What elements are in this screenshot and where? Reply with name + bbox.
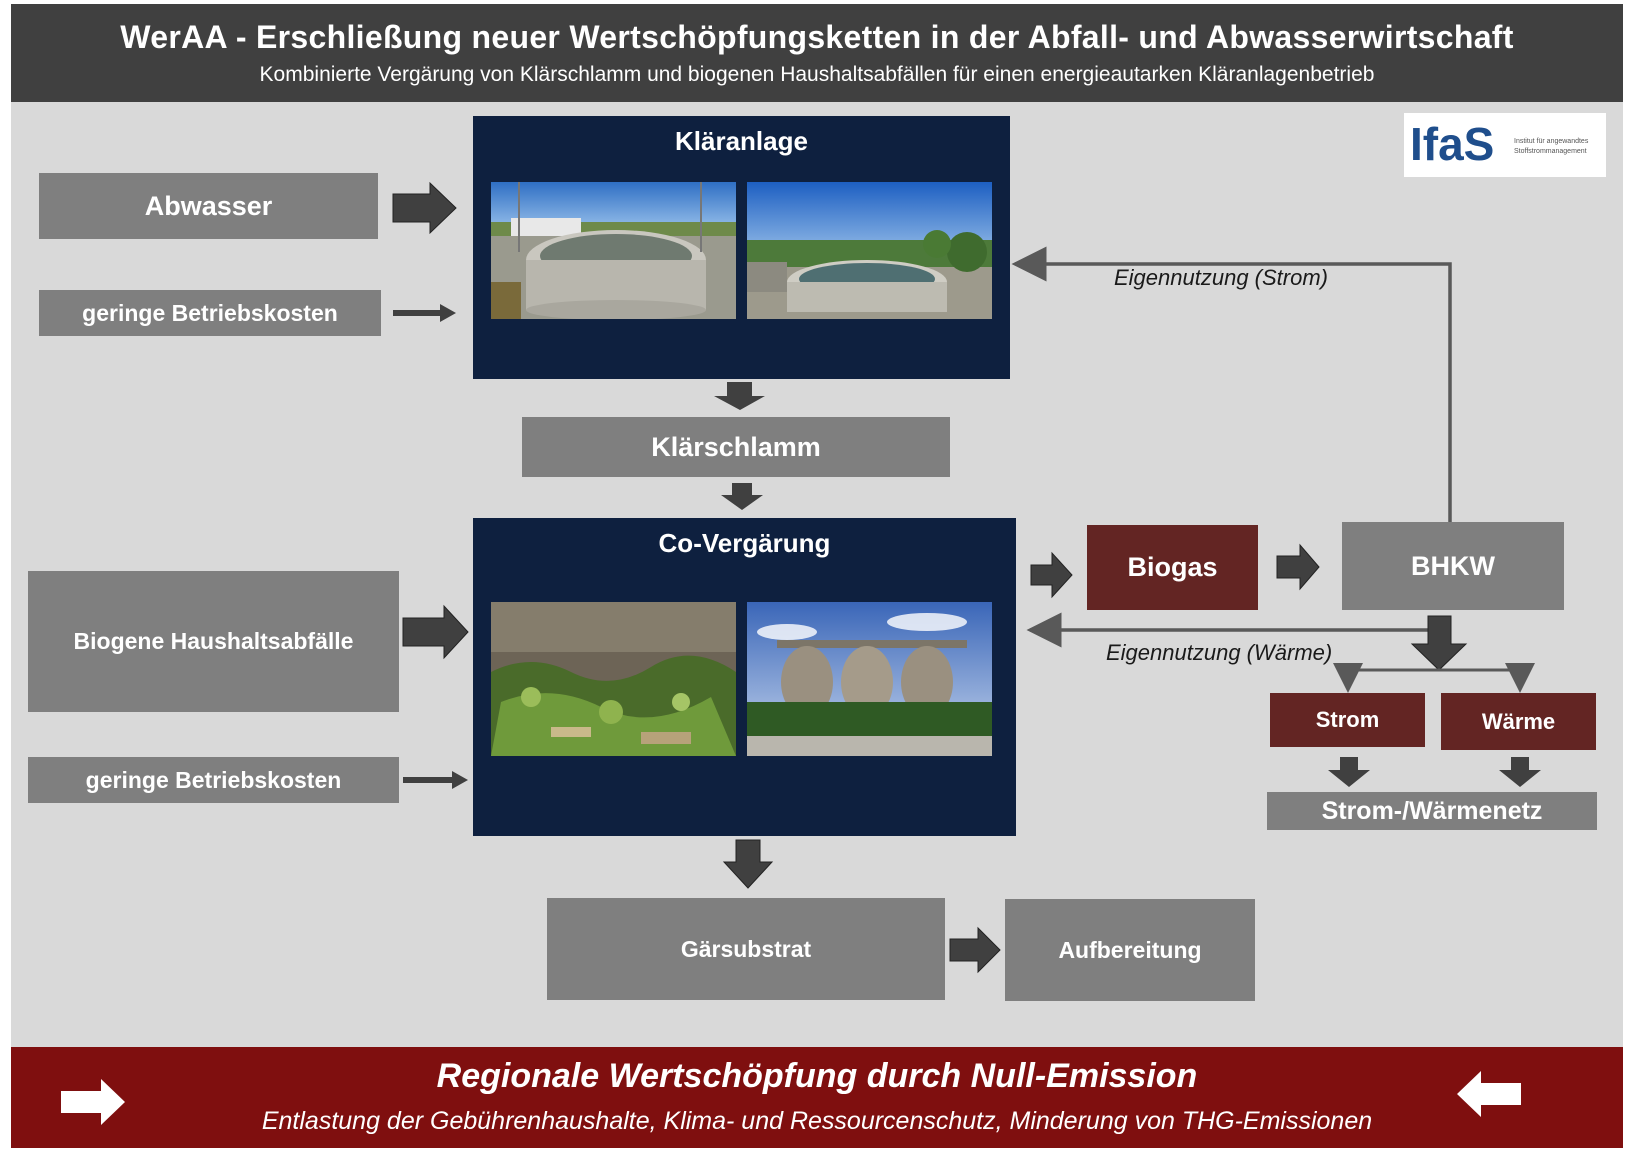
netz-box: Strom-/Wärmenetz — [1267, 792, 1597, 830]
eigennutzung-strom-label: Eigennutzung (Strom) — [1114, 265, 1328, 290]
bhkw-box: BHKW — [1342, 522, 1564, 610]
arrow-eigennutzung-strom — [1011, 246, 1452, 522]
klaeranlage-panel: Kläranlage — [473, 116, 1010, 379]
logo-tagline-1: Institut für angewandtes — [1514, 138, 1589, 145]
biogas-box: Biogas — [1087, 525, 1258, 610]
footer-title: Regionale Wertschöpfung durch Null-Emiss… — [436, 1057, 1198, 1095]
haushaltsabfaelle-box: Biogene Haushaltsabfälle — [28, 571, 399, 712]
ifas-logo-graphic: IfaS Institut für angewandtes Stoffstrom… — [1410, 118, 1589, 170]
abwasser-label: Abwasser — [144, 190, 273, 221]
strom-label: Strom — [1315, 707, 1380, 732]
co-vergaerung-title: Co-Vergärung — [658, 528, 831, 558]
haushaltsabfaelle-label: Biogene Haushaltsabfälle — [73, 628, 354, 654]
arrow-biogas — [1030, 551, 1073, 599]
co-vergaerung-panel: Co-Vergärung — [473, 518, 1016, 836]
aufbereitung-box: Aufbereitung — [1005, 899, 1255, 1001]
netz-label: Strom-/Wärmenetz — [1321, 796, 1543, 825]
gaersubstrat-box: Gärsubstrat — [547, 898, 945, 1000]
arrow-down-co-vergaerung — [721, 483, 763, 510]
faulturm-photo — [747, 602, 992, 756]
footer-subtitle: Entlastung der Gebührenhaushalte, Klima-… — [261, 1107, 1373, 1135]
footer-banner: Regionale Wertschöpfung durch Null-Emiss… — [11, 1047, 1623, 1148]
strom-box: Strom — [1270, 693, 1425, 747]
betriebskosten-label-2: geringe Betriebskosten — [85, 766, 342, 793]
logo-tagline-2: Stoffstrommanagement — [1514, 148, 1587, 155]
bioabfall-photo — [491, 602, 736, 756]
arrow-aufbereitung — [949, 926, 1001, 974]
betriebskosten-label-1: geringe Betriebskosten — [82, 299, 338, 326]
ifas-logo: IfaS Institut für angewandtes Stoffstrom… — [1404, 113, 1606, 177]
arrow-down-klaerschlamm — [714, 382, 765, 410]
klaeranlage-title: Kläranlage — [675, 126, 808, 156]
page-title: WerAA - Erschließung neuer Wertschöpfung… — [120, 19, 1514, 55]
klaerschlamm-box: Klärschlamm — [522, 417, 950, 477]
betriebskosten-box-1: geringe Betriebskosten — [39, 290, 381, 336]
klaerschlamm-label: Klärschlamm — [651, 431, 821, 462]
waerme-label: Wärme — [1481, 708, 1556, 734]
arrow-haushaltsabfaelle — [402, 604, 469, 660]
footer-arrow-right-icon — [61, 1079, 125, 1125]
aufbereitung-label: Aufbereitung — [1058, 936, 1202, 963]
klaeranlage-photo-1 — [491, 182, 736, 319]
arrow-abwasser — [392, 181, 457, 235]
abwasser-box: Abwasser — [39, 173, 378, 239]
footer-arrow-left-icon — [1457, 1071, 1521, 1117]
arrow-bhkw — [1276, 543, 1320, 591]
waerme-box: Wärme — [1441, 693, 1596, 750]
arrow-betriebskosten-1 — [393, 304, 456, 322]
gaersubstrat-label: Gärsubstrat — [680, 935, 812, 962]
arrow-betriebskosten-2 — [403, 771, 468, 789]
header-banner: WerAA - Erschließung neuer Wertschöpfung… — [11, 4, 1623, 102]
biogas-label: Biogas — [1127, 552, 1218, 582]
betriebskosten-box-2: geringe Betriebskosten — [28, 757, 399, 803]
bhkw-label: BHKW — [1411, 550, 1495, 581]
arrow-down-gaersubstrat — [722, 839, 774, 889]
eigennutzung-waerme-label: Eigennutzung (Wärme) — [1106, 640, 1333, 665]
klaeranlage-photo-2 — [747, 182, 992, 319]
logo-text: IfaS — [1410, 118, 1494, 170]
arrow-strom-netz — [1328, 757, 1370, 787]
arrow-waerme-netz — [1499, 757, 1541, 787]
arrow-bhkw-down — [1410, 615, 1468, 671]
page-subtitle: Kombinierte Vergärung von Klärschlamm un… — [259, 63, 1375, 86]
